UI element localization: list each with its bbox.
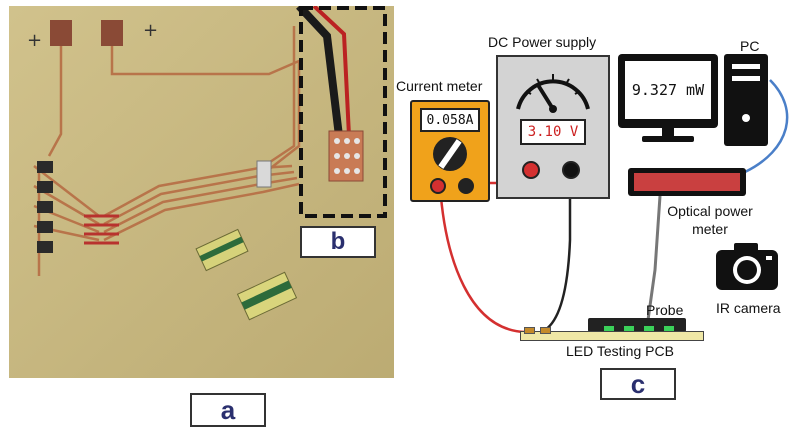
black-lead-supply-to-pcb: [544, 170, 572, 332]
current-meter-display: 0.058A: [420, 108, 480, 132]
usb-cable-pc-to-meter: [744, 79, 789, 174]
fiber-optical-to-probe: [646, 195, 662, 321]
cable-red: [312, 4, 351, 137]
monitor-base: [642, 136, 694, 142]
optical-power-meter: [628, 168, 746, 196]
optical-power-reading: 9.327 mW: [631, 81, 705, 99]
svg-text:+: +: [143, 20, 158, 41]
smd-components: [37, 161, 53, 253]
probe-head: [588, 318, 686, 332]
ir-camera-label: IR camera: [716, 300, 781, 316]
red-lead-meter-to-pcb: [438, 184, 526, 334]
panel-tag-c: c: [600, 368, 676, 400]
power-supply-label: DC Power supply: [488, 34, 597, 50]
meter-jack-red: [430, 178, 446, 194]
led-chip-2: [236, 271, 298, 321]
panel-b-label: b: [330, 228, 346, 255]
supply-jack-black: [562, 161, 580, 179]
optical-meter-label-line1: Optical power: [667, 203, 753, 219]
panel-c-label: c: [630, 368, 646, 399]
monitor: 9.327 mW: [618, 54, 718, 128]
camera-icon: [716, 243, 778, 290]
probe-label: Probe: [646, 302, 684, 318]
meter-jack-black: [458, 178, 474, 194]
panel-a-photo: + +: [9, 3, 394, 378]
pad-left: [50, 20, 72, 46]
panel-tag-a: a: [190, 393, 266, 427]
current-meter-dial-icon: [433, 137, 467, 171]
pc-tower: [724, 54, 768, 146]
led-testing-pcb: [520, 331, 704, 341]
panel-a-label: a: [220, 394, 236, 425]
pc-label: PC: [740, 38, 760, 54]
pcb-pad-2: [540, 327, 551, 334]
led-chip-1: [195, 228, 249, 272]
pad-right: [101, 20, 123, 46]
supply-jack-red: [522, 161, 540, 179]
svg-text:+: +: [27, 30, 42, 51]
trace-1: [47, 46, 63, 157]
dc-power-supply: 3.10 V: [496, 55, 610, 199]
pcb-pad-1: [524, 327, 535, 334]
gauge-icon: [516, 74, 590, 113]
current-meter-label: Current meter: [396, 78, 483, 94]
optical-meter-label-line2: meter: [692, 221, 728, 237]
current-reading: 0.058A: [426, 112, 474, 128]
cable-black: [296, 3, 343, 137]
optical-meter-label: Optical power meter: [660, 203, 760, 237]
dashed-region-b: [299, 6, 387, 218]
monitor-stand: [662, 128, 674, 138]
pcb-label: LED Testing PCB: [566, 343, 674, 359]
trace-2: [110, 46, 301, 172]
monitor-screen: 9.327 mW: [625, 61, 711, 119]
pcb-board-illustration: + +: [9, 3, 394, 378]
voltage-display: 3.10 V: [520, 119, 586, 145]
panel-tag-b: b: [300, 226, 376, 258]
header-connector: [256, 160, 272, 188]
voltage-reading: 3.10 V: [527, 124, 579, 140]
current-meter: 0.058A: [410, 100, 490, 202]
